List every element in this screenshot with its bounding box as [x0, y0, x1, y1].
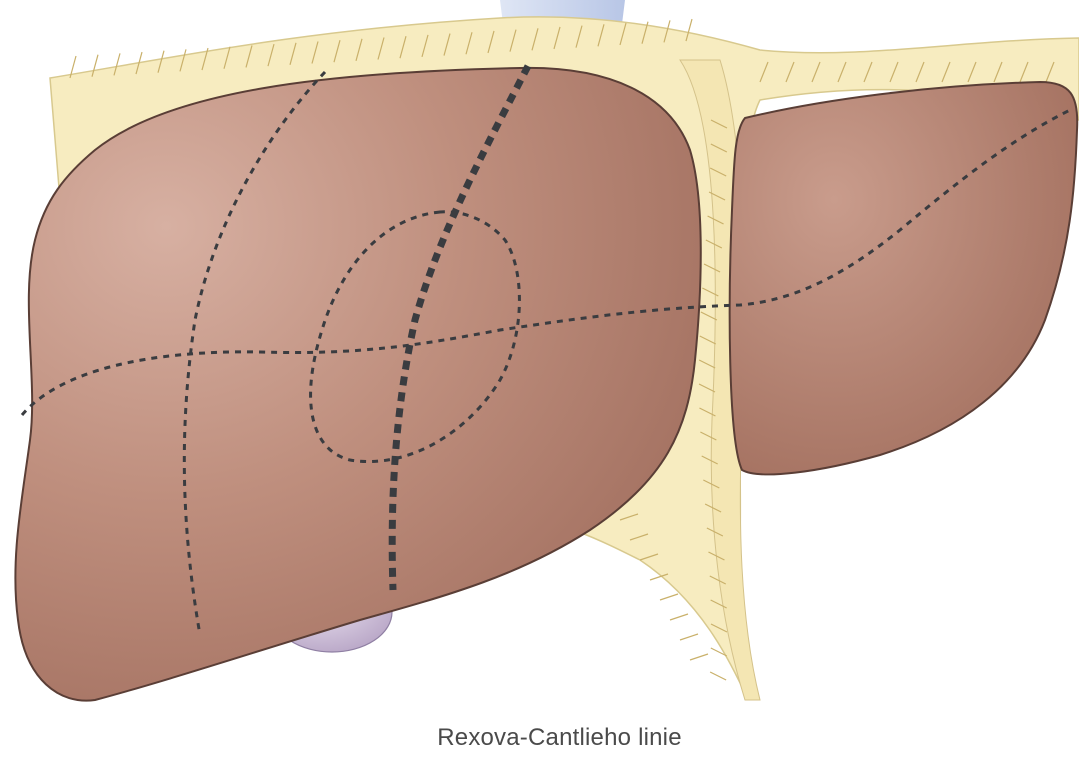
liver-left-lobe [730, 82, 1078, 474]
hatch-stroke [660, 594, 678, 600]
figure-caption: Rexova-Cantlieho linie [0, 724, 1079, 752]
hatch-stroke [690, 654, 708, 660]
hatch-stroke [680, 634, 698, 640]
hatch-stroke [670, 614, 688, 620]
liver-right-lobe [15, 68, 700, 701]
hatch-stroke [710, 672, 726, 680]
